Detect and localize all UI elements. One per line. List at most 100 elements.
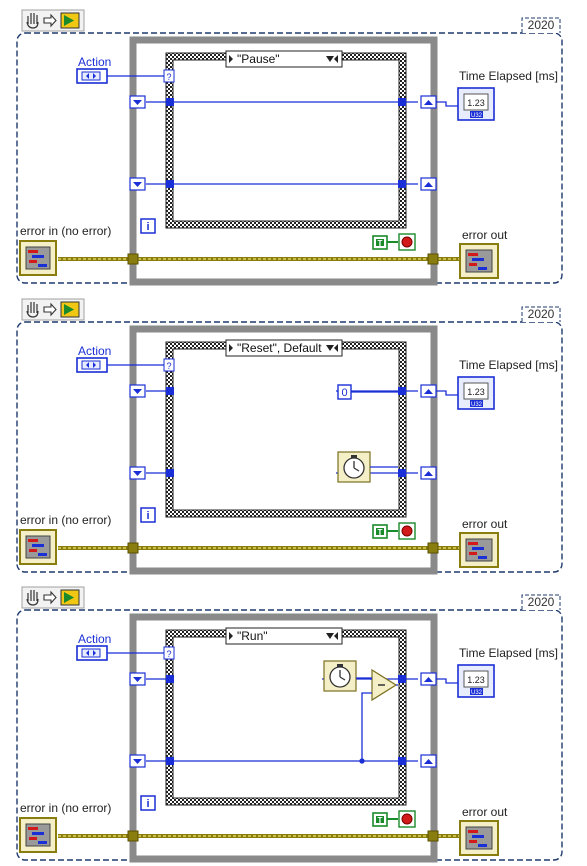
- stop-button-icon[interactable]: [398, 233, 416, 251]
- version-label: 2020: [528, 18, 555, 32]
- svg-text:i: i: [146, 221, 149, 233]
- action-control[interactable]: [76, 68, 108, 84]
- svg-text:1.23: 1.23: [467, 98, 485, 108]
- action-control[interactable]: [76, 645, 108, 661]
- iteration-terminal: i: [140, 218, 156, 234]
- shift-register-icon[interactable]: [129, 95, 146, 191]
- block-diagram-svg: 2020 "Run" ? Action: [16, 586, 563, 863]
- error-out-indicator: [459, 532, 499, 568]
- while-loop: [129, 325, 438, 575]
- action-label: Action: [78, 344, 111, 358]
- case-label: "Pause": [237, 52, 280, 66]
- error-in-control[interactable]: [19, 240, 57, 276]
- svg-text:U32: U32: [471, 402, 483, 408]
- error-out-label: error out: [462, 805, 508, 819]
- version-tab: 2020: [521, 594, 561, 610]
- hand-icon[interactable]: [26, 13, 39, 29]
- hand-icon[interactable]: [26, 590, 39, 606]
- case-selector[interactable]: "Reset", Default: [225, 339, 343, 357]
- vi-panel-1: 2020 "Pause" ? Action: [0, 0, 587, 288]
- shift-register-icon[interactable]: [129, 672, 146, 768]
- tick-count-icon[interactable]: [337, 451, 371, 483]
- error-out-label: error out: [462, 228, 508, 242]
- svg-text:1.23: 1.23: [467, 387, 485, 397]
- selector-mark: ?: [166, 649, 171, 659]
- vi-panel-3: 2020 "Run" ? Action: [0, 577, 587, 865]
- case-inner: [172, 636, 400, 799]
- toolbar: [21, 9, 85, 32]
- zero-constant[interactable]: 0: [337, 384, 352, 400]
- svg-text:T: T: [378, 816, 383, 825]
- case-inner: [172, 348, 400, 511]
- case-tunnels: [166, 675, 406, 765]
- time-elapsed-indicator: 1.23 U32: [457, 664, 495, 698]
- run-arrow-icon[interactable]: [43, 302, 57, 317]
- error-wire: [58, 253, 466, 265]
- svg-text:i: i: [146, 798, 149, 810]
- true-constant[interactable]: T: [372, 524, 388, 539]
- hand-icon[interactable]: [26, 302, 39, 318]
- vi-icon[interactable]: [60, 12, 80, 29]
- vi-icon[interactable]: [60, 589, 80, 606]
- block-diagram-svg: 2020 "Reset", Default ? Action: [16, 298, 563, 575]
- svg-text:1.23: 1.23: [467, 675, 485, 685]
- action-label: Action: [78, 55, 111, 69]
- diagram-frame: [16, 609, 563, 861]
- case-selector[interactable]: "Run": [225, 627, 343, 645]
- selector-mark: ?: [166, 361, 171, 371]
- time-elapsed-label: Time Elapsed [ms]: [459, 358, 558, 372]
- error-wire: [58, 830, 466, 842]
- error-wire: [58, 542, 466, 554]
- time-elapsed-indicator: 1.23 U32: [457, 376, 495, 410]
- case-label: "Reset", Default: [237, 341, 322, 355]
- block-diagram-svg: 2020 "Pause" ? Action: [16, 9, 563, 286]
- version-label: 2020: [528, 307, 555, 321]
- svg-text:T: T: [378, 239, 383, 248]
- svg-text:U32: U32: [471, 113, 483, 119]
- error-in-label: error in (no error): [20, 513, 111, 527]
- svg-text:T: T: [378, 528, 383, 537]
- while-loop: [129, 613, 438, 863]
- run-arrow-icon[interactable]: [43, 590, 57, 605]
- wire-gap-2: [174, 471, 336, 475]
- error-in-control[interactable]: [19, 529, 57, 565]
- error-out-indicator: [459, 243, 499, 279]
- case-label: "Run": [237, 629, 268, 643]
- version-label: 2020: [528, 595, 555, 609]
- shift-register-right[interactable]: [420, 672, 437, 768]
- zero-value: 0: [341, 387, 347, 399]
- version-tab: 2020: [521, 17, 561, 33]
- shift-register-right[interactable]: [420, 95, 437, 191]
- error-out-indicator: [459, 820, 499, 856]
- diagram-frame: [16, 321, 563, 573]
- wire-gap: [174, 389, 336, 393]
- case-tunnels: [166, 387, 406, 477]
- time-elapsed-indicator: 1.23 U32: [457, 87, 495, 121]
- run-arrow-icon[interactable]: [43, 13, 57, 28]
- vi-icon[interactable]: [60, 301, 80, 318]
- subtract-wires: [359, 678, 398, 764]
- subtract-node[interactable]: [371, 668, 398, 702]
- toolbar: [21, 586, 85, 609]
- error-in-label: error in (no error): [20, 224, 111, 238]
- stop-button-icon[interactable]: [398, 810, 416, 828]
- error-out-label: error out: [462, 517, 508, 531]
- case-tunnels: [166, 98, 406, 188]
- iteration-terminal: i: [140, 507, 156, 523]
- wire-gap-3: [174, 677, 322, 681]
- action-control[interactable]: [76, 357, 108, 373]
- error-in-label: error in (no error): [20, 801, 111, 815]
- wires: [107, 75, 458, 185]
- true-constant[interactable]: T: [372, 235, 388, 250]
- case-selector[interactable]: "Pause": [225, 50, 343, 68]
- stop-button-icon[interactable]: [398, 522, 416, 540]
- shift-register-icon[interactable]: [129, 384, 146, 480]
- true-constant[interactable]: T: [372, 812, 388, 827]
- while-loop: [129, 36, 438, 286]
- time-elapsed-label: Time Elapsed [ms]: [459, 69, 558, 83]
- error-in-control[interactable]: [19, 817, 57, 853]
- action-label: Action: [78, 632, 111, 646]
- tick-count-icon[interactable]: [323, 660, 357, 692]
- shift-register-right[interactable]: [420, 384, 437, 480]
- iteration-terminal: i: [140, 795, 156, 811]
